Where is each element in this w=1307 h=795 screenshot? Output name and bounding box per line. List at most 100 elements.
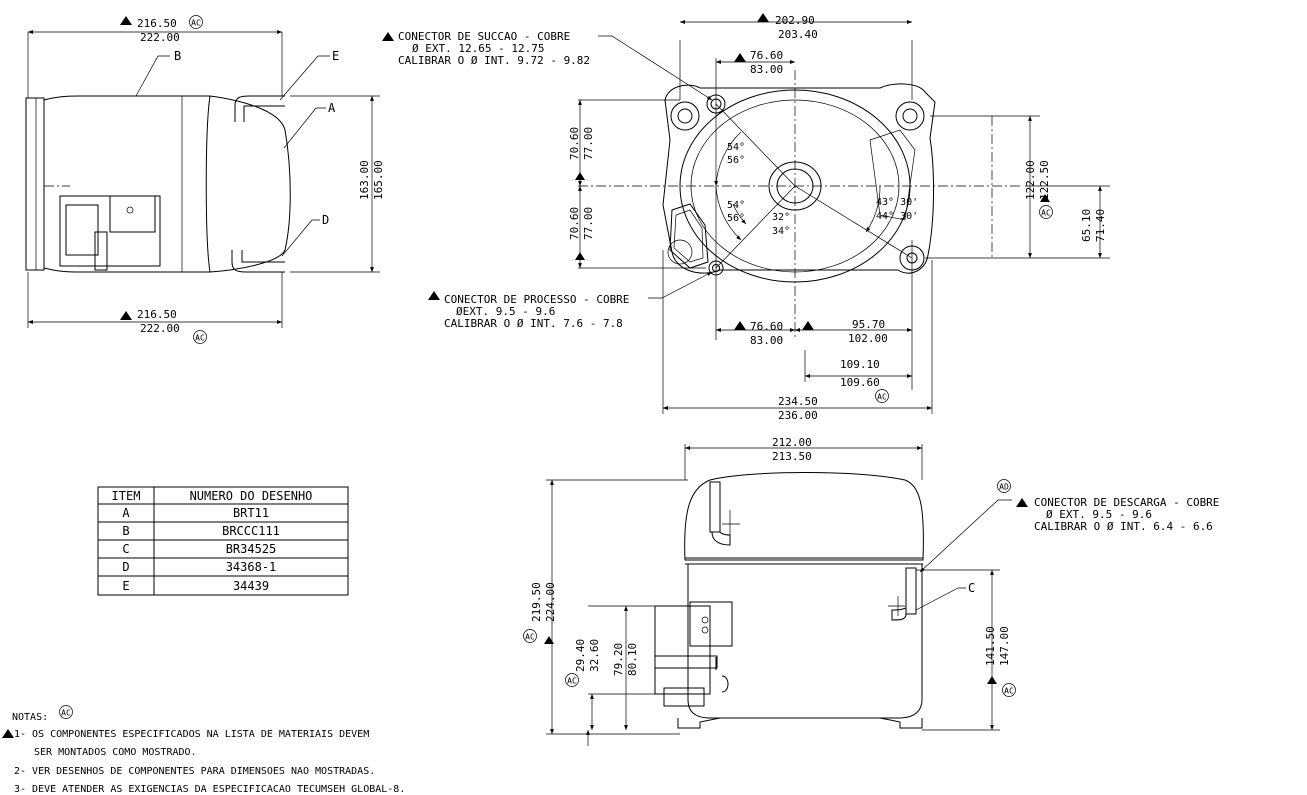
discharge-h-a: 141.50 [984,626,997,666]
mount-span-a: 95.70 [852,318,885,331]
note-1a: 1- OS COMPONENTES ESPECIFICADOS NA LISTA… [14,729,369,740]
notes: NOTAS: AC 1- OS COMPONENTES ESPECIFICADO… [2,705,405,795]
front-discharge-tube [905,567,917,615]
table-cell: B [122,524,129,538]
top-view: 202.90 203.40 76.60 83.00 70.60 77.00 70… [382,13,1110,422]
label-b: B [174,49,181,63]
side-bottom-dim-a: 216.50 [137,308,177,321]
side-height-b: 165.00 [372,160,385,200]
upper-half-a: 70.60 [568,127,581,160]
mount-span-b: 102.00 [848,332,888,345]
term-low-a: 29.40 [574,639,587,672]
svg-text:AC: AC [1004,687,1014,696]
table-cell: C [122,542,129,556]
table-cell: A [122,506,130,520]
right-mount-a: 122.00 [1024,160,1037,200]
suction-note-line3: CALIBRAR O Ø INT. 9.72 - 9.82 [398,54,590,67]
discharge-note-title: CONECTOR DE DESCARGA - COBRE [1034,496,1219,509]
discharge-h-b: 147.00 [998,626,1011,666]
table-cell: BRT11 [233,506,269,520]
table-header-item: ITEM [112,489,141,503]
side-base-plate [25,97,45,271]
right-offset-a: 65.10 [1080,209,1093,242]
suction-note-title: CONECTOR DE SUCCAO - COBRE [398,30,570,43]
mount-right-a: 109.10 [840,358,880,371]
label-d: D [322,213,329,227]
revision-mark [523,629,537,643]
notes-title: NOTAS: [12,712,48,723]
svg-text:AC: AC [1041,209,1051,218]
side-top-dim-b: 222.00 [140,31,180,44]
mount-right-b: 109.60 [840,376,880,389]
angle-34: 34° [772,226,790,237]
table-cell: BR34525 [226,542,277,556]
revision-mark [565,673,579,687]
process-pos-a: 76.60 [750,320,783,333]
suction-note-line2: Ø EXT. 12.65 - 12.75 [412,42,544,55]
lower-half-b: 77.00 [582,207,595,240]
right-mount-b: 122.50 [1038,160,1051,200]
front-view: 219.50 224.00 AC 29.40 32.60 AC 79.20 80… [523,436,1219,746]
revision-mark [189,15,203,29]
process-note-line3: CALIBRAR O Ø INT. 7.6 - 7.8 [444,317,623,330]
table-cell: 34439 [233,579,269,593]
lower-half-a: 70.60 [568,207,581,240]
front-suction-tube [709,481,721,533]
top-terminal-cover [669,203,709,269]
top-width-a: 202.90 [775,14,815,27]
angle-43: 43° 30' [876,197,918,208]
overall-a: 234.50 [778,395,818,408]
mount-hole [670,101,700,131]
process-note-line2: ØEXT. 9.5 - 9.6 [456,305,555,318]
overall-b: 236.00 [778,409,818,422]
revision-mark-ad [997,479,1011,493]
label-e: E [332,49,339,63]
upper-half-b: 77.00 [582,127,595,160]
side-suction-tube [234,95,285,122]
table-cell: E [122,579,129,593]
front-dome [684,472,924,561]
front-width-b: 213.50 [772,450,812,463]
table-cell: D [122,560,129,574]
side-height-a: 163.00 [358,160,371,200]
right-offset-b: 71.40 [1094,209,1107,242]
angle-54-top: 54° [727,142,745,153]
front-shell [687,564,923,719]
mount-hole [895,101,925,131]
revision-mark [1002,683,1016,697]
svg-text:AC: AC [567,677,577,686]
side-shell [43,95,211,273]
revision-mark [1039,205,1053,219]
angle-56-top: 56° [727,155,745,166]
table-header-drawing: NUMERO DO DESENHO [190,489,313,503]
revision-mark [193,330,207,344]
note-2: 2- VER DESENHOS DE COMPONENTES PARA DIME… [14,766,375,777]
svg-text:AC: AC [195,334,205,343]
angle-56-bot: 56° [727,213,745,224]
angle-32: 32° [772,212,790,223]
label-a: A [328,101,336,115]
front-terminal-box [654,605,711,695]
parts-table: ITEM NUMERO DO DESENHO A BRT11 B BRCCC11… [97,486,349,596]
side-top-dim-a: 216.50 [137,17,177,30]
term-high-b: 80.10 [626,643,639,676]
angle-54-bot: 54° [727,200,745,211]
svg-text:AC: AC [191,19,201,28]
suction-pos-a: 76.60 [750,49,783,62]
label-c: C [968,581,975,595]
svg-text:AC: AC [877,393,887,402]
side-dome [209,95,291,273]
term-low-b: 32.60 [588,639,601,672]
revision-mark [59,705,73,719]
discharge-note-line3: CALIBRAR O Ø INT. 6.4 - 6.6 [1034,520,1213,533]
front-height-b: 224.00 [544,582,557,622]
term-high-a: 79.20 [612,643,625,676]
note-1b: SER MONTADOS COMO MOSTRADO. [34,747,197,758]
svg-text:AC: AC [525,633,535,642]
table-cell: 34368-1 [226,560,277,574]
svg-text:AC: AC [61,709,71,718]
note-3: 3- DEVE ATENDER AS EXIGENCIAS DA ESPECIF… [14,784,405,795]
top-base-plate [662,83,936,274]
table-cell: BRCCC111 [222,524,280,538]
